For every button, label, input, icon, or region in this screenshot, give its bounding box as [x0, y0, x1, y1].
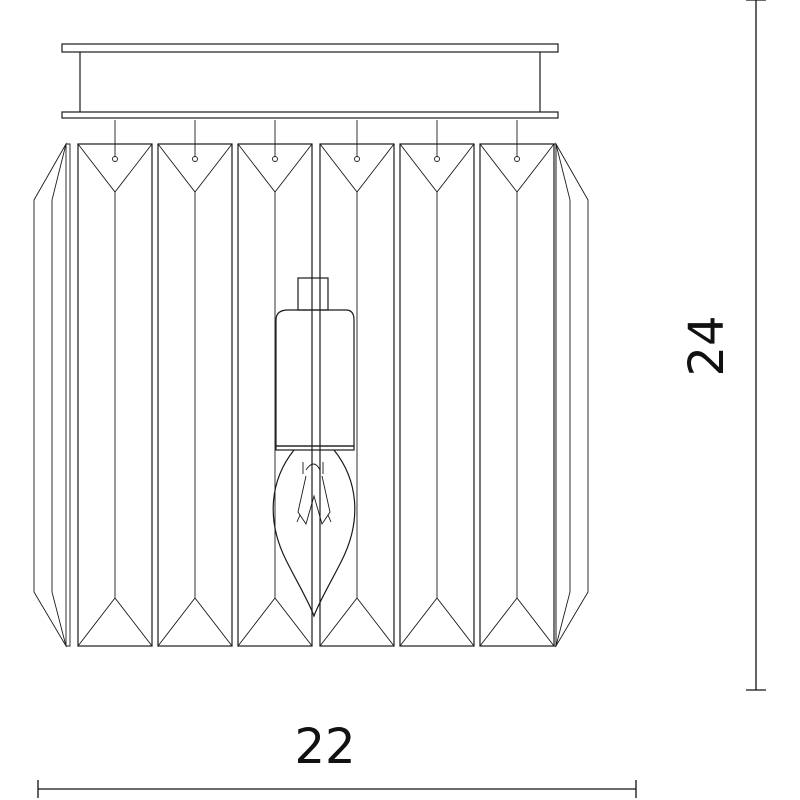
- width-dimension: 22: [37, 719, 637, 798]
- crystal-prism: [77, 120, 153, 647]
- crystal-prism: [479, 120, 555, 647]
- crystal-prism-right: [552, 142, 589, 648]
- height-dimension: 24: [679, 0, 766, 691]
- crystal-prism: [319, 120, 395, 647]
- crystal-prisms: [33, 120, 589, 648]
- crystal-prism: [237, 120, 313, 647]
- candle-bulb: [272, 449, 356, 618]
- crystal-prism-left: [33, 142, 71, 648]
- crystal-prism: [399, 120, 475, 647]
- height-label: 24: [679, 315, 735, 376]
- width-label: 22: [294, 719, 355, 775]
- bulb-assembly: [272, 277, 356, 618]
- crystal-prism: [157, 120, 233, 647]
- canopy: [61, 43, 559, 119]
